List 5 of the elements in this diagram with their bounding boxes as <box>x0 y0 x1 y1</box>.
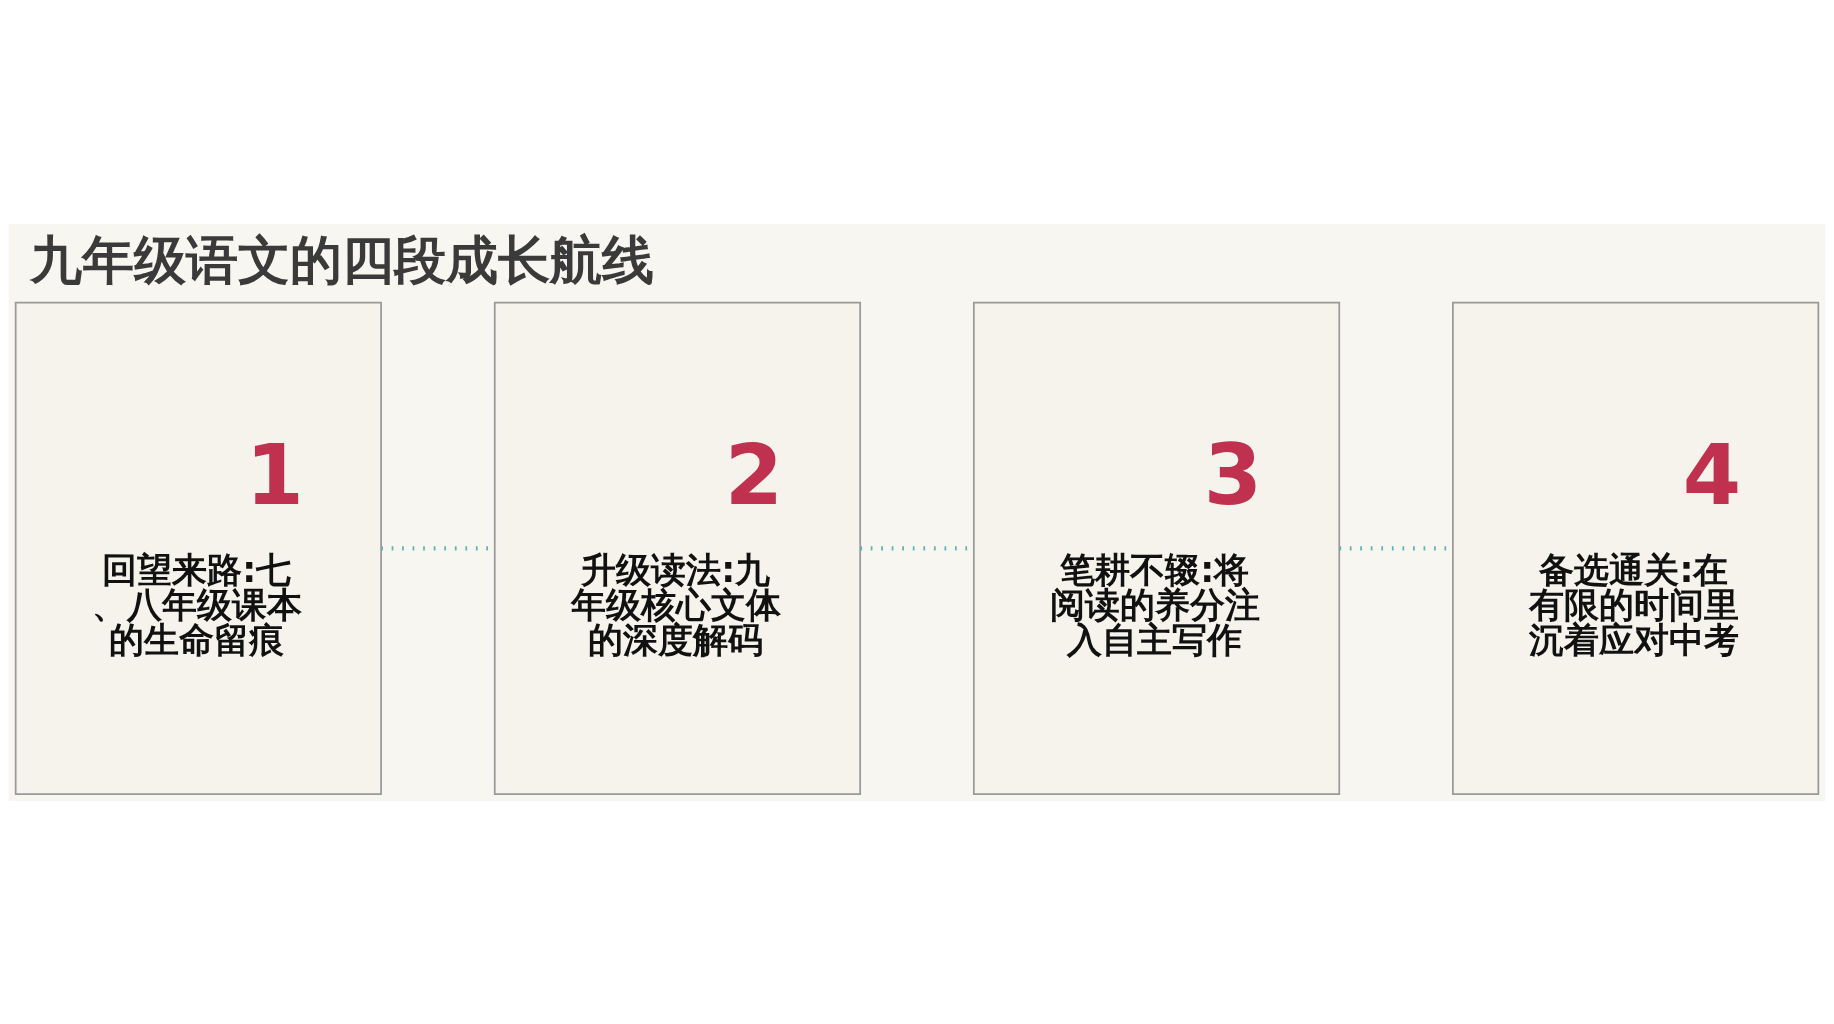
node-box: 3 笔耕不辍:将阅读的养分注入自主写作 <box>972 301 1341 795</box>
node-box: 4 备选通关:在有限的时间里沉着应对中考 <box>1452 301 1820 795</box>
diagram-title: 九年级语文的四段成长航线 <box>29 228 654 290</box>
node-box: 1 回望来路:七、八年级课本的生命留痕 <box>14 301 382 795</box>
node-box: 2 升级读法:九年级核心文体的深度解码 <box>493 301 862 795</box>
